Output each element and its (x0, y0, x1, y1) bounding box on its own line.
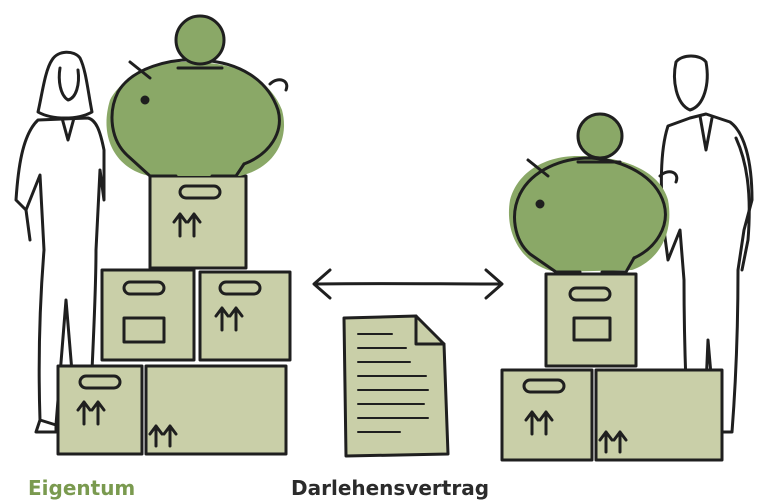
box-mid-left (100, 268, 196, 362)
right-coin (576, 112, 624, 160)
box-mid-right (198, 270, 292, 362)
left-box-markings (76, 184, 262, 448)
caption-darlehensvertrag: Darlehensvertrag (291, 476, 490, 500)
right-box-bottom-right (594, 368, 724, 462)
box-top-left (148, 174, 248, 270)
caption-eigentum: Eigentum (28, 476, 136, 500)
left-coin (174, 14, 226, 66)
left-piggy-bank (106, 14, 289, 178)
woman-figure (14, 50, 106, 434)
box-bottom-right (144, 364, 288, 456)
double-arrow (312, 268, 504, 300)
right-box-markings (522, 286, 628, 454)
contract-document (342, 314, 450, 458)
box-bottom-left (56, 364, 144, 456)
right-box-bottom-left (500, 368, 594, 462)
right-piggy-bank (508, 112, 679, 274)
